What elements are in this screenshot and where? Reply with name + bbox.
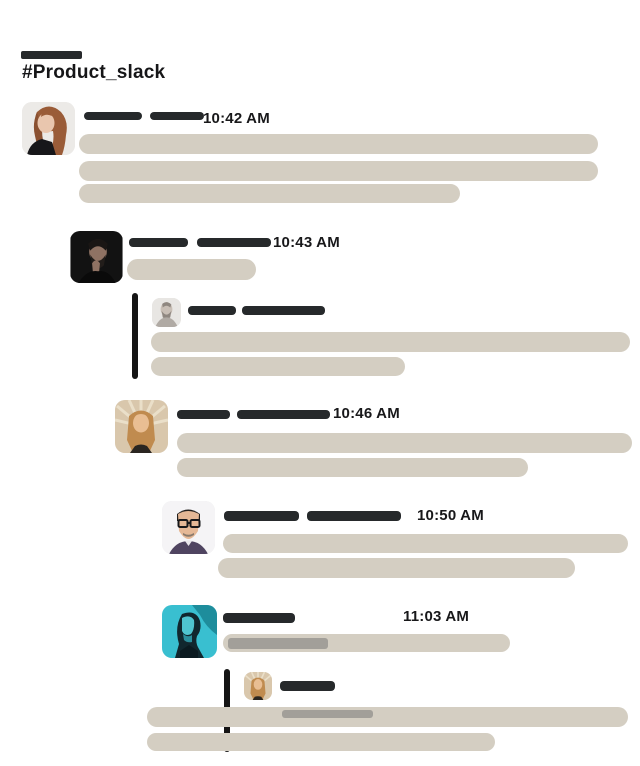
message-line-placeholder [147, 707, 628, 727]
message-timestamp: 10:46 AM [333, 405, 400, 422]
author-name-placeholder [223, 613, 295, 623]
message-inner-text-placeholder [282, 710, 373, 718]
author-handle-placeholder [150, 112, 204, 120]
author-handle-placeholder [242, 306, 325, 315]
message-line-placeholder [177, 458, 528, 477]
author-handle-placeholder [197, 238, 271, 247]
cartoon-man-glasses-portrait [162, 501, 215, 554]
avatar-teal-duotone-man[interactable] [162, 605, 217, 658]
message-timestamp: 10:42 AM [203, 110, 270, 127]
avatar-blonde-woman-sunrays-small[interactable] [244, 672, 272, 700]
message-line-placeholder [79, 134, 598, 154]
grayscale-bearded-man-portrait [152, 298, 181, 327]
author-name-placeholder [84, 112, 142, 120]
avatar-dark-bearded-man[interactable] [70, 231, 123, 283]
avatar-blonde-woman-sunrays[interactable] [115, 400, 168, 453]
author-name-placeholder [188, 306, 236, 315]
avatar-red-haired-woman[interactable] [22, 102, 75, 155]
message-timestamp: 10:50 AM [417, 507, 484, 524]
message-line-placeholder [218, 558, 575, 578]
message-line-placeholder [79, 184, 460, 203]
channel-title: #Product_slack [22, 62, 166, 83]
author-name-placeholder [177, 410, 230, 419]
author-name-placeholder [280, 681, 335, 691]
message-timestamp: 10:43 AM [273, 234, 340, 251]
message-line-placeholder [151, 357, 405, 376]
workspace-name-placeholder [21, 51, 82, 59]
thread-line [132, 293, 138, 379]
message-line-placeholder [177, 433, 632, 453]
message-line-placeholder [151, 332, 630, 352]
blonde-woman-sunrays-small-portrait [244, 672, 272, 700]
author-handle-placeholder [307, 511, 401, 521]
red-haired-woman-portrait [22, 102, 75, 155]
message-line-placeholder [147, 733, 495, 751]
teal-duotone-man-portrait [162, 605, 217, 658]
author-name-placeholder [224, 511, 299, 521]
message-timestamp: 11:03 AM [403, 608, 470, 625]
avatar-cartoon-man-glasses[interactable] [162, 501, 215, 554]
dark-bearded-man-portrait [70, 231, 123, 283]
message-line-placeholder [79, 161, 598, 181]
blonde-woman-sunrays-portrait [115, 400, 168, 453]
author-handle-placeholder [237, 410, 330, 419]
author-name-placeholder [129, 238, 188, 247]
message-line-placeholder [223, 534, 628, 553]
message-line-placeholder [127, 259, 256, 280]
message-inner-text-placeholder [228, 638, 328, 649]
avatar-grayscale-bearded-man[interactable] [152, 298, 181, 327]
